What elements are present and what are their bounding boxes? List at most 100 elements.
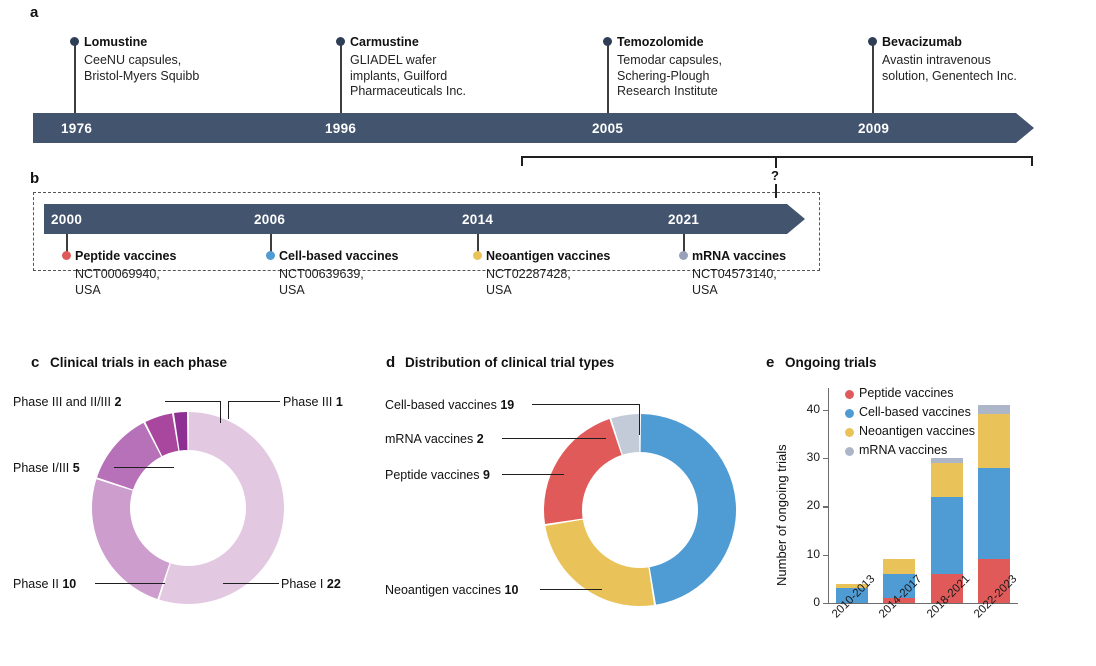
- question-mark-label: ?: [771, 168, 779, 183]
- timeline-b-year-3: 2021: [668, 212, 700, 227]
- label-text: Phase III and II/III: [13, 395, 115, 409]
- label-text: Phase III: [283, 395, 336, 409]
- phase-slice-2: [97, 422, 162, 490]
- label-value: 10: [62, 577, 77, 591]
- y-axis-title: Number of ongoing trials: [774, 444, 789, 586]
- vaccine-dot-cell-based: [266, 251, 275, 260]
- label-text: Phase II: [13, 577, 63, 591]
- panel-b-dashed-box: [33, 192, 820, 271]
- leader-d-3-h: [540, 589, 602, 591]
- drug-name-bevacizumab: Bevacizumab: [882, 35, 962, 49]
- leader-c-3-h: [95, 583, 165, 585]
- label-text: Cell-based vaccines: [385, 398, 501, 412]
- panel-c-title: Clinical trials in each phase: [50, 355, 228, 370]
- vaccine-desc-mrna: NCT04573140, USA: [692, 267, 777, 297]
- vaccine-dot-mrna: [679, 251, 688, 260]
- timeline-a-stem-1: [340, 42, 342, 113]
- legend-label-1: Cell-based vaccines: [859, 405, 971, 419]
- y-tick-label-20: 20: [806, 498, 820, 513]
- leader-d-0-h: [532, 404, 640, 406]
- panel-d-letter: d: [386, 354, 396, 371]
- x-axis-line: [828, 603, 1018, 605]
- leader-d-1-h: [502, 438, 606, 440]
- label-value: 2: [114, 395, 122, 409]
- donut-d-label-cell-based: Cell-based vaccines 19: [385, 398, 514, 412]
- panel-b-timeline-vaccines: b 2000 2006 2014 2021 Peptide vaccines C…: [0, 150, 1096, 320]
- legend-label-2: Neoantigen vaccines: [859, 424, 976, 438]
- leader-c-4-h: [223, 583, 279, 585]
- leader-c-1-v: [228, 401, 230, 419]
- bar-2022-2023-cell-based-vaccines: [978, 467, 1011, 560]
- bar-2022-2023-neoantigen-vaccines: [978, 414, 1011, 468]
- bar-2014-2017-cell-based-vaccines: [883, 573, 916, 599]
- label-value: 5: [72, 461, 80, 475]
- panel-e-ongoing-trials-bar: e Ongoing trials Number of ongoing trial…: [760, 348, 1096, 666]
- timeline-b-stem-2: [477, 234, 479, 253]
- donut-c-label-phase-III: Phase III 1: [283, 395, 343, 409]
- timeline-a-stem-3: [872, 42, 874, 113]
- phase-slice-3: [145, 413, 179, 457]
- label-value: 22: [326, 577, 341, 591]
- bracket-right-tick: [1031, 156, 1033, 166]
- panel-c-phase-donut: c Clinical trials in each phase Phase II…: [0, 348, 370, 666]
- bar-2010-2013-cell-based-vaccines: [835, 588, 868, 603]
- trial-type-slice-0: [640, 414, 736, 605]
- timeline-a-dot-3: [868, 37, 877, 46]
- drug-name-carmustine: Carmustine: [350, 35, 419, 49]
- timeline-a-bar: [33, 113, 1016, 143]
- drug-desc-temozolomide: Temodar capsules, Schering-Plough Resear…: [617, 53, 722, 98]
- bar-2022-2023-peptide-vaccines: [978, 559, 1011, 603]
- bracket-drop-lower: [775, 184, 777, 198]
- phase-slice-4: [173, 412, 188, 451]
- leader-c-0-v: [220, 401, 222, 423]
- timeline-a-dot-0: [70, 37, 79, 46]
- timeline-a-dot-2: [603, 37, 612, 46]
- legend-dot-2: [845, 428, 854, 437]
- drug-desc-bevacizumab: Avastin intravenous solution, Genentech …: [882, 53, 1017, 83]
- trial-type-slice-3: [611, 414, 640, 455]
- y-tick-0: [823, 603, 828, 605]
- label-value: 9: [482, 468, 490, 482]
- timeline-b-bar: [44, 204, 787, 234]
- drug-desc-lomustine: CeeNU capsules, Bristol-Myers Squibb: [84, 53, 200, 83]
- bracket-drop-upper: [775, 156, 777, 168]
- donut-d-label-neoantigen: Neoantigen vaccines 10: [385, 583, 518, 597]
- bar-2014-2017-neoantigen-vaccines: [883, 559, 916, 574]
- drug-name-lomustine: Lomustine: [84, 35, 148, 49]
- label-text: Neoantigen vaccines: [385, 583, 505, 597]
- bar-2010-2013-neoantigen-vaccines: [835, 583, 868, 589]
- timeline-a-stem-2: [607, 42, 609, 113]
- timeline-a-year-1: 1996: [325, 121, 357, 136]
- legend-label-0: Peptide vaccines: [859, 386, 954, 400]
- y-tick-10: [823, 554, 828, 557]
- panel-a-letter: a: [30, 4, 39, 21]
- trial-type-donut-chart: [544, 414, 736, 606]
- y-tick-label-40: 40: [806, 401, 820, 416]
- timeline-b-year-1: 2006: [254, 212, 286, 227]
- phase-slice-0: [159, 412, 284, 604]
- timeline-a-year-3: 2009: [858, 121, 890, 136]
- bracket-left-tick: [521, 156, 523, 166]
- legend-dot-3: [845, 447, 854, 456]
- vaccine-dot-neoantigen: [473, 251, 482, 260]
- vaccine-name-cell-based: Cell-based vaccines: [279, 249, 399, 263]
- label-value: 2: [476, 432, 484, 446]
- leader-c-2-h: [114, 467, 174, 469]
- timeline-a-dot-1: [336, 37, 345, 46]
- y-tick-40: [823, 409, 828, 411]
- timeline-b-year-0: 2000: [51, 212, 83, 227]
- leader-c-0-h: [165, 401, 221, 403]
- label-text: mRNA vaccines: [385, 432, 477, 446]
- bar-2018-2021-peptide-vaccines: [930, 573, 963, 603]
- timeline-a-stem-0: [74, 42, 76, 113]
- panel-d-title: Distribution of clinical trial types: [405, 355, 615, 370]
- timeline-b-stem-3: [683, 234, 685, 253]
- bar-2022-2023-mrna-vaccines: [978, 404, 1011, 415]
- donut-c-label-phase-III-and-II-III: Phase III and II/III 2: [13, 395, 121, 409]
- y-tick-label-10: 10: [806, 546, 820, 561]
- leader-d-0-v: [639, 404, 641, 435]
- panel-e-title: Ongoing trials: [785, 355, 877, 370]
- donut-d-label-mrna: mRNA vaccines 2: [385, 432, 484, 446]
- vaccine-desc-cell-based: NCT00639639, USA: [279, 267, 364, 297]
- leader-c-1-h: [228, 401, 280, 403]
